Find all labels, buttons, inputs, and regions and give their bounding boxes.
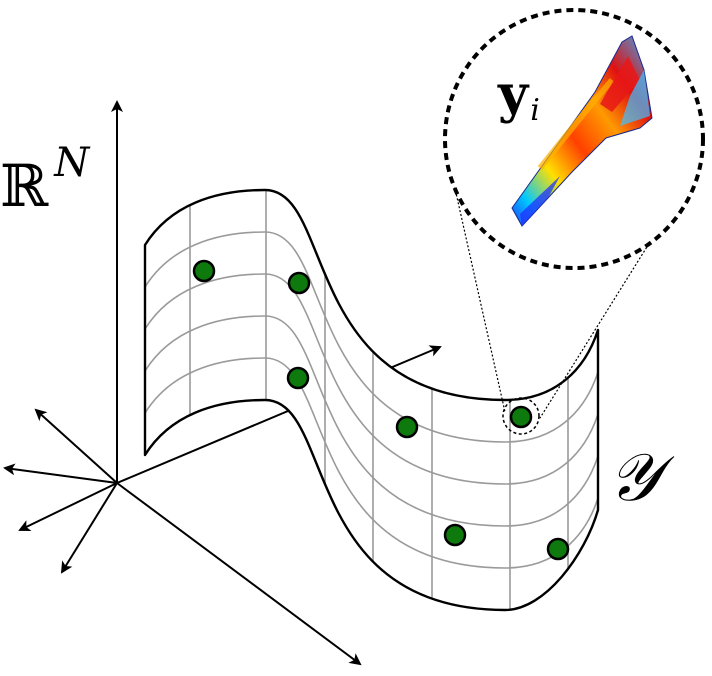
- highlight-circle: [502, 397, 540, 435]
- surface-outline: [143, 188, 600, 612]
- axis-short-3: [18, 482, 118, 532]
- axis-short-2: [3, 463, 118, 484]
- sample-point-p6: [443, 523, 467, 547]
- sample-point-p3: [286, 366, 310, 390]
- space-exponent: N: [53, 140, 91, 186]
- zoom-magnifier: yi: [443, 8, 705, 270]
- axis-short-4: [60, 482, 118, 574]
- field-visualization: [511, 35, 653, 227]
- sample-point-p2: [287, 271, 311, 295]
- axis-short-1: [34, 408, 118, 484]
- sample-point-p1: [192, 259, 216, 283]
- sample-point-p5: [509, 405, 533, 429]
- sample-symbol: y: [497, 64, 530, 125]
- sample-label: yi: [497, 64, 540, 128]
- space-symbol: ℝ: [0, 152, 49, 220]
- surface-fill: [145, 190, 598, 610]
- sample-points: [192, 259, 570, 561]
- manifold-label: 𝒴: [608, 439, 675, 516]
- axis-diagonal-front: [116, 482, 362, 666]
- sample-point-p4: [395, 415, 419, 439]
- sample-subscript: i: [530, 93, 540, 128]
- sample-point-p7: [546, 537, 570, 561]
- coordinate-axes: [3, 100, 442, 666]
